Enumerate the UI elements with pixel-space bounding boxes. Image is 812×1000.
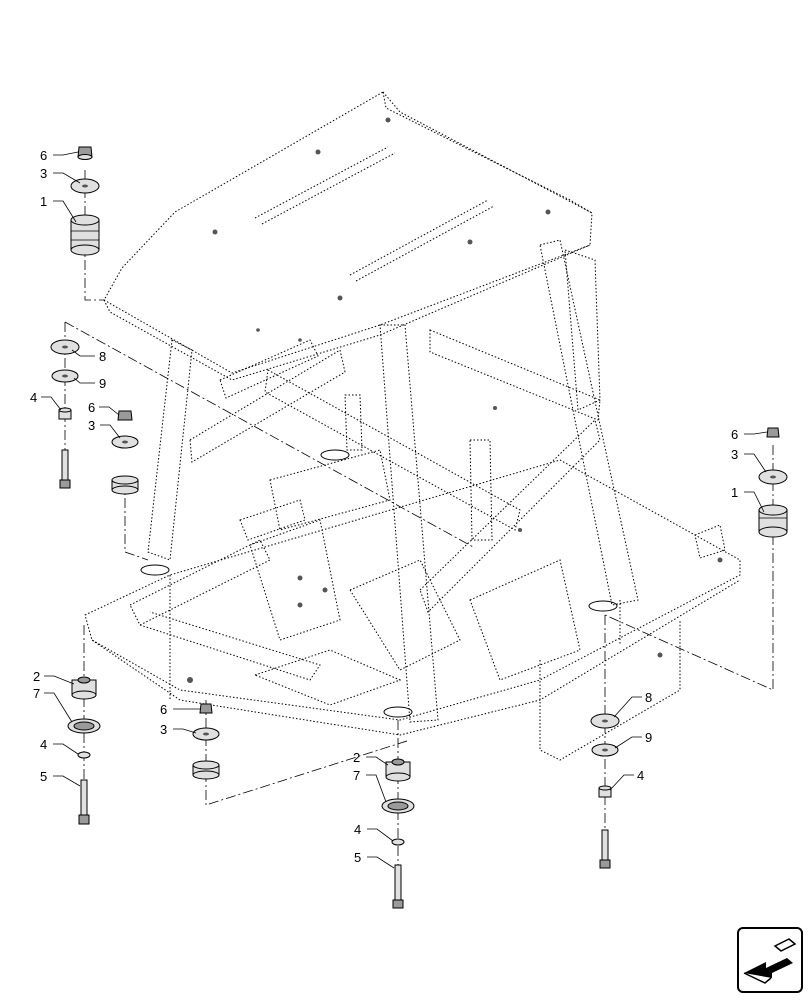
callout-5: 5	[354, 850, 361, 865]
callout-labels: 6 3 1 8 9 4 6 3 6 3 1 2 7 4 5 6 3 2 7 4 …	[30, 148, 738, 865]
lower-left-mount-stack	[67, 676, 101, 825]
callout-1: 1	[731, 485, 738, 500]
base-frame	[84, 394, 741, 761]
callout-6: 6	[731, 427, 738, 442]
left-mid-mount-stack	[111, 410, 139, 495]
callout-2: 2	[33, 669, 40, 684]
return-arrow-icon[interactable]	[735, 925, 805, 995]
bolt-part	[59, 449, 71, 489]
callout-5: 5	[40, 769, 47, 784]
rops-frame	[147, 239, 639, 723]
callout-4: 4	[637, 768, 644, 783]
callout-6: 6	[160, 702, 167, 717]
callout-9: 9	[99, 376, 106, 391]
lower-mid-left-mount-stack	[192, 703, 220, 780]
callout-3: 3	[40, 166, 47, 181]
roof-panel	[103, 91, 593, 381]
callout-6: 6	[88, 400, 95, 415]
callout-4: 4	[30, 390, 37, 405]
callout-8: 8	[645, 690, 652, 705]
right-upper-mount-stack	[758, 427, 788, 538]
callout-4: 4	[354, 822, 361, 837]
callout-3: 3	[731, 447, 738, 462]
leader-lines	[41, 151, 768, 869]
callout-6: 6	[40, 148, 47, 163]
callout-8: 8	[99, 349, 106, 364]
lock-nut-part	[77, 146, 93, 160]
mount-sockets	[140, 449, 618, 718]
callout-3: 3	[160, 722, 167, 737]
isolator-mount-part	[70, 214, 100, 256]
lower-center-mount-stack	[381, 758, 415, 909]
centerlines	[64, 170, 774, 905]
callout-7: 7	[33, 686, 40, 701]
callout-1: 1	[40, 194, 47, 209]
callout-2: 2	[353, 750, 360, 765]
washer-part	[70, 178, 100, 194]
callout-3: 3	[88, 418, 95, 433]
callout-9: 9	[645, 730, 652, 745]
lower-right-mount-stack	[590, 713, 620, 869]
callout-7: 7	[353, 768, 360, 783]
callout-4: 4	[40, 737, 47, 752]
upper-left-mount-stack	[70, 146, 100, 256]
